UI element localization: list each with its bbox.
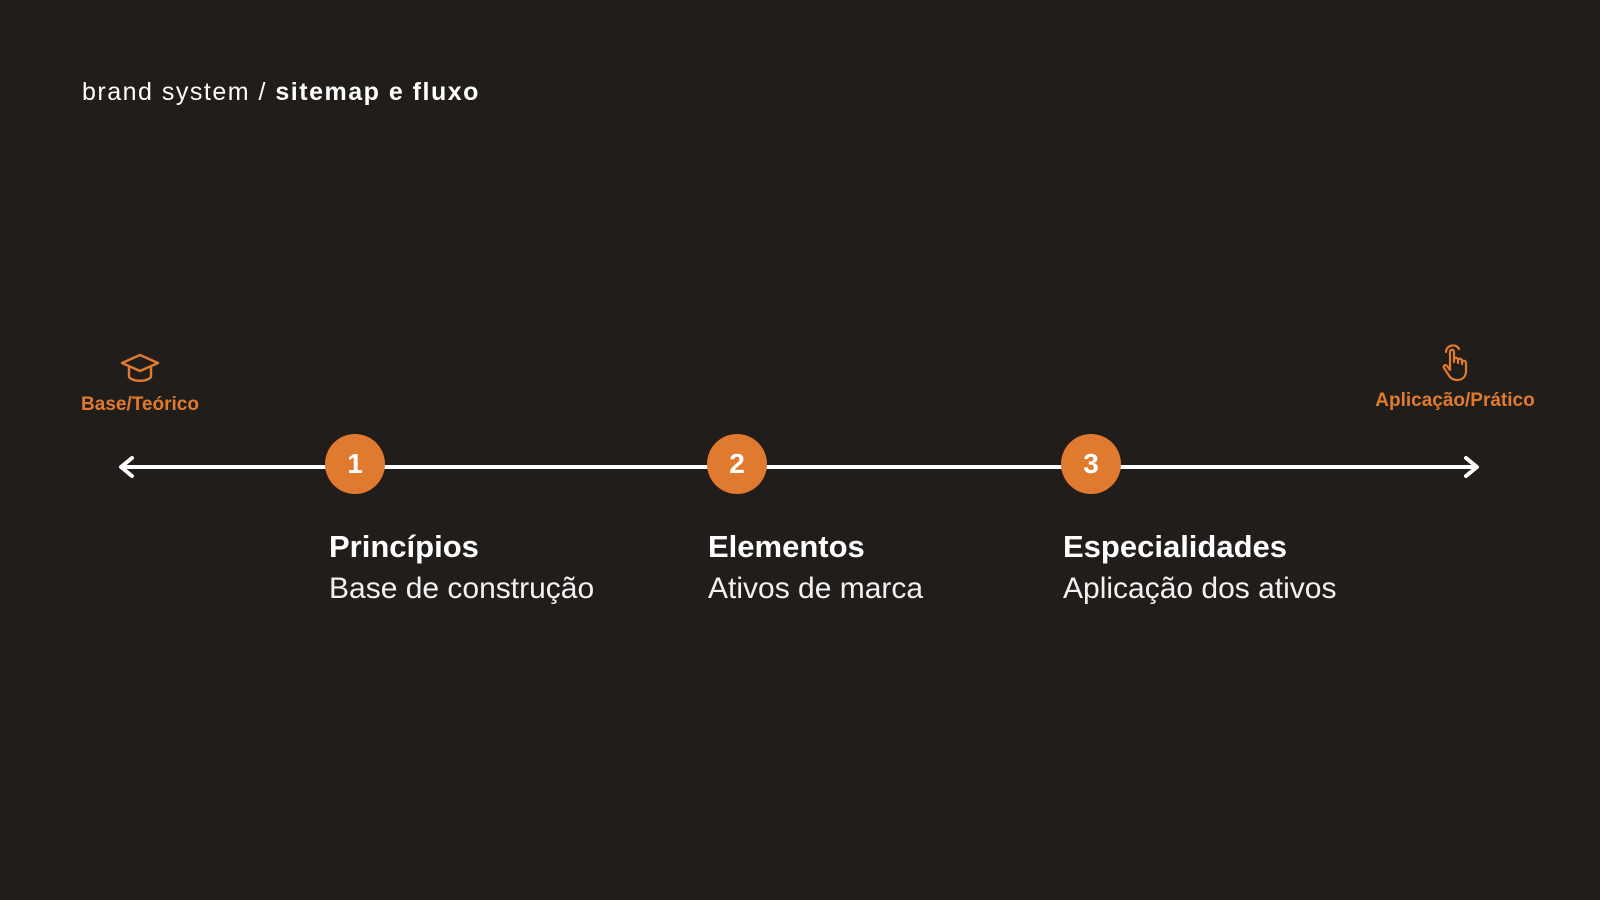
breadcrumb: brand system / sitemap e fluxo [82,78,480,107]
step-1-text: Princípios Base de construção [329,527,594,609]
step-2-text: Elementos Ativos de marca [708,527,923,609]
breadcrumb-separator: / [250,78,276,106]
step-2-subtitle: Ativos de marca [708,572,924,605]
pointing-hand-icon [1442,344,1468,382]
step-3-badge: 3 [1061,434,1121,494]
timeline-arrow-left [119,456,134,478]
step-3-subtitle: Aplicação dos ativos [1063,572,1337,605]
graduation-cap-icon [120,353,160,382]
axis-start: Base/Teórico [60,352,220,416]
timeline-arrow-right [1464,456,1479,478]
axis-start-label: Base/Teórico [81,394,199,415]
step-1-badge: 1 [325,434,385,494]
step-1-subtitle: Base de construção [329,572,595,605]
step-2-badge: 2 [707,434,767,494]
step-1-title: Princípios [329,529,479,564]
breadcrumb-section: brand system [82,78,251,106]
step-2-title: Elementos [708,529,865,564]
page-title: sitemap e fluxo [275,78,480,106]
axis-end: Aplicação/Prático [1355,340,1555,412]
step-3-title: Especialidades [1063,529,1288,564]
axis-end-label: Aplicação/Prático [1375,390,1535,411]
step-3-text: Especialidades Aplicação dos ativos [1063,527,1337,609]
